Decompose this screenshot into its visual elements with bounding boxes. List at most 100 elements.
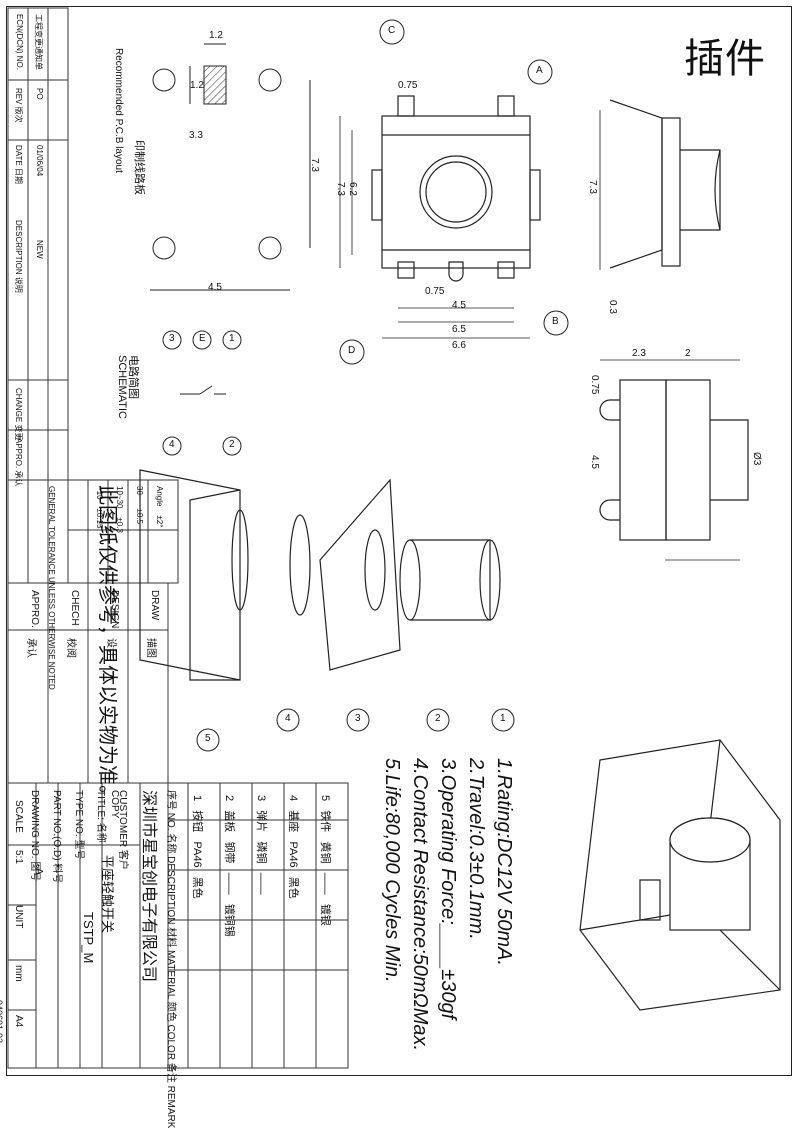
tolerance-range: 10~30 [115, 486, 124, 509]
end-view [599, 359, 749, 561]
bom-cell: PA46 [191, 841, 203, 868]
drawing-frame [6, 6, 792, 1076]
tolerance-value: ±0.3 [115, 517, 124, 533]
rev-date: DATE 日期 [14, 145, 23, 184]
scale-value: 5:1 [13, 850, 24, 864]
bom-cell: 钢带 [223, 841, 235, 864]
isometric-view [579, 739, 781, 1011]
exploded-callout-2: 2 [435, 713, 441, 724]
spec-list: 1.Rating:DC12V 50mA. 2.Travel:0.3±0.1mm.… [378, 758, 518, 1051]
pcb-hole [258, 236, 282, 260]
bom-cell: 镀银 [319, 903, 331, 926]
bom-row: 5 铁件 黄铜 —— 镀银 [318, 795, 334, 926]
tolerance-row: 10~30 ±0.3 [115, 486, 124, 533]
pcb-dim-pad-h: 1.2 [190, 80, 204, 91]
bom-cell: 4 [287, 795, 299, 802]
top-dim-075a: 0.75 [398, 80, 418, 91]
page-title: 插件 [684, 36, 766, 82]
tolerance-range: ~10 [95, 486, 104, 500]
pcb-hole [152, 68, 176, 92]
company-name: 深圳市星宝创电子有限公司 [140, 790, 159, 983]
bom-header: 序号 NO. 名称 DESCRIPTION 材料 MATERIAL 颜色 COL… [165, 790, 180, 1128]
end-dim-075: 0.75 [589, 375, 600, 395]
bom-cell: 1 [191, 795, 203, 802]
callout-b: B [552, 316, 559, 327]
top-dim-62: 6.2 [347, 182, 358, 196]
bom-col-material: 材料 MATERIAL [165, 927, 176, 999]
button-circle [419, 155, 493, 229]
pcb-layout [150, 43, 311, 291]
bom-cell: 2 [223, 795, 235, 802]
type-label: TYPE NO. 型号 [73, 790, 84, 860]
approve-label: APPRO. [29, 590, 40, 628]
end-dim-45: 4.5 [589, 455, 600, 469]
pcb-dim-gap: 3.3 [189, 130, 203, 141]
schematic-title-cn: 电路简图 [127, 355, 139, 399]
check-cn: 校阅 [65, 638, 76, 658]
bom-col-color: 颜色 COLOR [165, 1001, 176, 1061]
end-dim-2: 2 [685, 348, 691, 359]
tolerance-row: Angle ±2° [155, 486, 164, 527]
title-label: TITLE: 名称 [95, 790, 106, 843]
design-cn: 设计 [105, 638, 116, 658]
side-view [599, 99, 721, 270]
bom-cell: 弹片 [255, 810, 267, 833]
bom-cell: —— [223, 872, 235, 895]
bom-cell: 黄铜 [319, 841, 331, 864]
bom-row: 1 按钮 PA46 黑色 [190, 795, 206, 899]
part-label: PART NO.(O.D) 料号 [51, 790, 62, 884]
model-number: TSTP_M [81, 912, 96, 964]
spec-line-5: 5.Life:80,000 Cycles Min. [381, 758, 403, 983]
bom-row: 3 弹片 磷铜 —— [254, 795, 270, 895]
spec-line-4: 4.Contact Resistance:50mΩMax. [409, 758, 431, 1052]
design-label: DESIGN [109, 590, 120, 629]
pcb-title-en: Recommended P.C.B layout [113, 48, 124, 173]
product-name: 平座轻触开关 [100, 855, 115, 934]
rev-rev: REV 版次 [14, 88, 23, 123]
bom-col-desc: 名称 DESCRIPTION [165, 833, 176, 925]
unit-value: mm [13, 965, 24, 982]
pcb-title-cn: 印制线路板 [133, 140, 145, 195]
rev-desc: DESCRIPTION 说明 [14, 220, 23, 293]
bom-cell: 基座 [287, 810, 299, 833]
revision-block [7, 7, 349, 1069]
scale-label: SCALE [13, 800, 24, 833]
top-dim-075b: 0.75 [425, 286, 445, 297]
pcb-dim-width: 4.5 [208, 282, 222, 293]
top-view [339, 95, 541, 339]
tolerance-title: GENERAL TOLERANCE UNLESS OTHERWISE NOTED [47, 486, 56, 690]
callout-a: A [536, 65, 543, 76]
rev-value: A [33, 868, 44, 875]
tolerance-row: 30~ ±0.5 [135, 486, 144, 524]
copy-label: COPY [109, 790, 120, 819]
unit-label: UNIT [13, 905, 24, 929]
bom-cell: 黑色 [287, 876, 299, 899]
bom-col-remark: 备注 REMARK [165, 1062, 176, 1128]
tolerance-range: 30~ [135, 486, 144, 500]
bom-cell: —— [255, 872, 267, 895]
top-dim-66: 6.6 [452, 340, 466, 351]
exploded-callout-1: 1 [500, 713, 506, 724]
callout-circles [339, 19, 569, 365]
spec-line-2: 2.Travel:0.3±0.1mm. [465, 758, 487, 940]
schematic-pin-2: 2 [229, 439, 235, 450]
bom-cell: 黑色 [191, 876, 203, 899]
rev-change: CHANGE 变更 [14, 388, 23, 441]
end-dim-phi3: Ø3 [751, 452, 762, 466]
bom-cell: 3 [255, 795, 267, 802]
bom-cell: 镀铜锡 [223, 903, 235, 937]
schematic-pin-e: E [199, 333, 206, 344]
draw-cn: 描图 [145, 638, 156, 658]
bom-row: 4 基座 PA46 黑色 [286, 795, 302, 899]
draw-label: DRAW [149, 590, 160, 621]
rev-po-desc: NEW [35, 240, 44, 259]
exploded-callout-4: 4 [285, 713, 291, 724]
side-dim-73: 7.3 [587, 180, 598, 194]
top-dim-73: 7.3 [335, 182, 346, 196]
bom-col-no: 序号 NO. [165, 790, 176, 831]
bom-cell: 按钮 [191, 810, 203, 833]
tolerance-value: ±2° [155, 515, 164, 528]
spec-line-1: 1.Rating:DC12V 50mA. [493, 758, 515, 966]
exploded-callouts [196, 708, 515, 752]
schematic-pin-4: 4 [169, 439, 175, 450]
